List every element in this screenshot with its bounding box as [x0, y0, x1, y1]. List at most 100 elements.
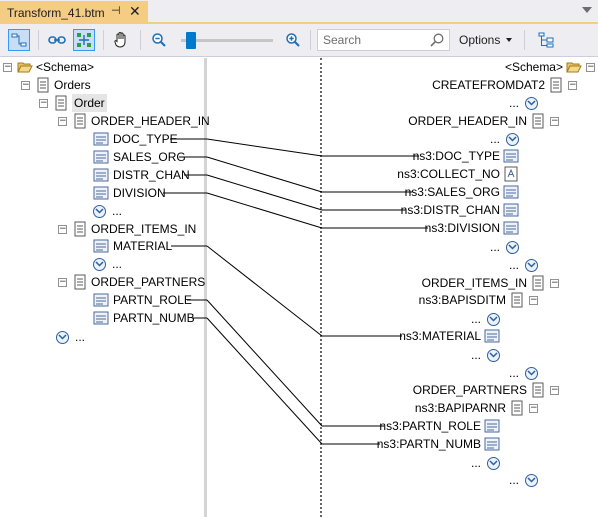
target-field-sales-org[interactable]: ns3:SALES_ORG: [405, 183, 519, 201]
target-node-order-items-in[interactable]: ORDER_ITEMS_IN −: [422, 274, 559, 292]
source-node-order-items-in[interactable]: − ORDER_ITEMS_IN: [58, 220, 196, 238]
source-field-sales-org[interactable]: SALES_ORG: [93, 148, 186, 166]
link-doc-type[interactable]: [206, 138, 323, 157]
source-more-nodes[interactable]: ...: [56, 328, 85, 346]
source-field-material[interactable]: MATERIAL: [93, 237, 172, 255]
source-node-order[interactable]: − Order: [39, 94, 107, 112]
zoom-out-button[interactable]: [148, 29, 170, 51]
target-field-collect-no[interactable]: ns3:COLLECT_NO: [397, 165, 519, 183]
link-material[interactable]: [206, 245, 323, 337]
target-more-nodes[interactable]: ...: [509, 364, 538, 382]
chevron-down-icon[interactable]: [487, 456, 500, 470]
link-sales-org[interactable]: [206, 156, 323, 193]
chevron-down-icon[interactable]: [487, 312, 500, 326]
source-node-order-partners[interactable]: − ORDER_PARTNERS: [58, 273, 205, 291]
show-functoids-button[interactable]: [73, 29, 95, 51]
chevron-down-icon[interactable]: [525, 473, 538, 487]
source-field-distr-chan[interactable]: DISTR_CHAN: [93, 166, 190, 184]
destination-grid-splitter[interactable]: [320, 58, 322, 517]
collapse-icon[interactable]: −: [550, 115, 559, 126]
collapse-icon[interactable]: −: [58, 223, 67, 234]
target-node-createfromdat2[interactable]: CREATEFROMDAT2 −: [432, 76, 577, 94]
zoom-slider-track[interactable]: [181, 39, 273, 42]
chevron-down-icon[interactable]: [506, 132, 519, 146]
functoid-grid-icon: [77, 33, 91, 47]
field-element-icon: [503, 149, 519, 163]
collapse-icon[interactable]: −: [39, 97, 48, 108]
target-more-nodes[interactable]: ...: [490, 238, 519, 256]
collapse-icon[interactable]: −: [550, 384, 559, 395]
collapse-icon[interactable]: −: [550, 277, 559, 288]
grid-preview-button[interactable]: [8, 29, 30, 51]
chevron-down-icon: [506, 38, 513, 42]
chevron-down-icon[interactable]: [525, 366, 538, 380]
target-node-bapiparnr[interactable]: ns3:BAPIPARNR −: [415, 399, 538, 417]
collapse-icon[interactable]: −: [529, 402, 538, 413]
chevron-down-icon[interactable]: [56, 330, 69, 344]
target-field-division[interactable]: ns3:DIVISION: [425, 219, 519, 237]
record-icon: [74, 274, 86, 290]
target-more-nodes[interactable]: ...: [471, 310, 500, 328]
source-more-nodes[interactable]: ...: [93, 202, 122, 220]
record-icon: [74, 113, 86, 129]
source-field-division[interactable]: DIVISION: [93, 184, 166, 202]
target-field-partn-numb[interactable]: ns3:PARTN_NUMB: [377, 435, 500, 453]
collapse-icon[interactable]: −: [568, 79, 577, 90]
link-distr-chan[interactable]: [206, 174, 323, 211]
source-more-nodes[interactable]: ...: [93, 255, 122, 273]
show-links-button[interactable]: [46, 29, 68, 51]
field-element-icon: [93, 293, 109, 307]
target-node-order-header-in[interactable]: ORDER_HEADER_IN −: [408, 112, 559, 130]
chevron-down-icon[interactable]: [525, 258, 538, 272]
chevron-down-icon[interactable]: [525, 96, 538, 110]
source-field-doc-type[interactable]: DOC_TYPE: [93, 130, 178, 148]
collapse-icon[interactable]: −: [586, 61, 595, 72]
collapse-icon[interactable]: −: [58, 276, 67, 287]
zoom-in-button[interactable]: [282, 29, 304, 51]
tab-overflow-dropdown-icon[interactable]: [582, 7, 592, 13]
source-field-partn-numb[interactable]: PARTN_NUMB: [93, 309, 195, 327]
search-button[interactable]: [429, 32, 445, 51]
chevron-down-icon[interactable]: [506, 240, 519, 254]
toolbar-separator: [140, 30, 141, 50]
target-more-nodes[interactable]: ...: [471, 346, 500, 364]
link-partn-numb[interactable]: [206, 317, 323, 445]
zoom-slider-thumb[interactable]: [186, 32, 196, 49]
collapse-icon[interactable]: −: [529, 294, 538, 305]
target-node-order-partners[interactable]: ORDER_PARTNERS −: [413, 381, 559, 399]
chevron-down-icon[interactable]: [93, 257, 106, 271]
link-division[interactable]: [206, 192, 323, 229]
target-more-nodes[interactable]: ...: [471, 454, 500, 472]
chevron-down-icon[interactable]: [487, 348, 500, 362]
options-dropdown-button[interactable]: Options: [452, 29, 520, 51]
document-tab[interactable]: Transform_41.btm ⊣ ✕: [0, 1, 148, 24]
source-node-order-header-in[interactable]: − ORDER_HEADER_IN: [58, 112, 210, 130]
record-icon: [511, 292, 523, 308]
source-grid-splitter[interactable]: [204, 58, 207, 517]
target-more-nodes[interactable]: ...: [490, 130, 519, 148]
target-more-nodes[interactable]: ...: [509, 471, 538, 489]
source-node-orders[interactable]: − Orders: [21, 76, 91, 94]
target-field-partn-role[interactable]: ns3:PARTN_ROLE: [379, 417, 500, 435]
collapse-icon[interactable]: −: [3, 61, 12, 72]
target-schema-root[interactable]: <Schema> −: [505, 58, 595, 76]
target-field-distr-chan[interactable]: ns3:DISTR_CHAN: [401, 201, 519, 219]
target-more-nodes[interactable]: ...: [509, 94, 538, 112]
target-field-doc-type[interactable]: ns3:DOC_TYPE: [413, 147, 519, 165]
target-field-material[interactable]: ns3:MATERIAL: [399, 327, 500, 345]
target-node-bapisditm[interactable]: ns3:BAPISDITM −: [419, 291, 538, 309]
field-element-icon: [484, 419, 500, 433]
collapse-icon[interactable]: −: [58, 115, 67, 126]
pin-icon[interactable]: ⊣: [111, 5, 121, 17]
source-schema-root[interactable]: − <Schema>: [3, 58, 94, 76]
close-icon[interactable]: ✕: [129, 3, 141, 19]
pan-button[interactable]: [110, 29, 132, 51]
search-input[interactable]: [318, 31, 426, 49]
map-layout-button[interactable]: [535, 29, 557, 51]
source-field-partn-role[interactable]: PARTN_ROLE: [93, 291, 192, 309]
target-more-nodes[interactable]: ...: [509, 256, 538, 274]
link-partn-role[interactable]: [206, 299, 323, 427]
collapse-icon[interactable]: −: [21, 79, 30, 90]
target-field-label: ns3:DOC_TYPE: [412, 149, 500, 163]
chevron-down-icon[interactable]: [93, 204, 106, 218]
